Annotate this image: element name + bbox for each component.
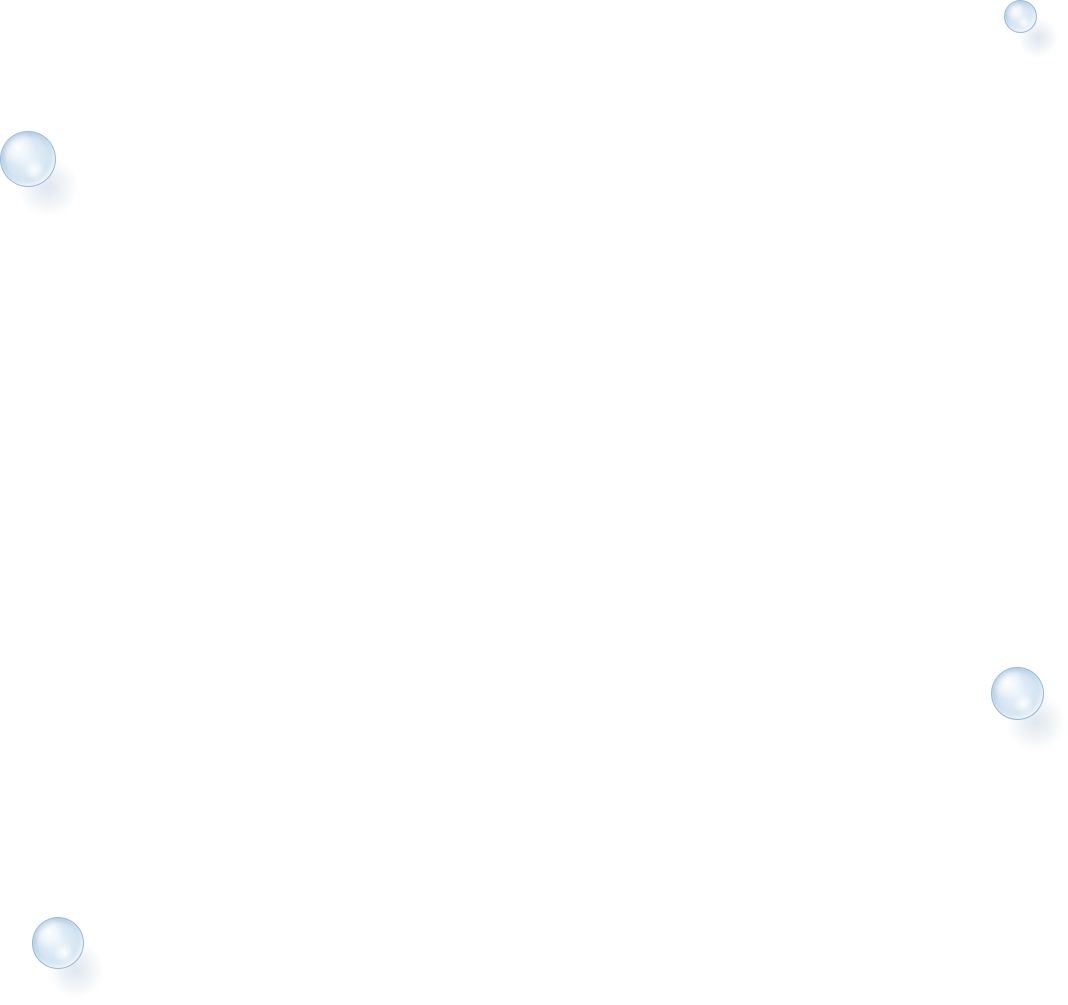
- bubble-icon: [0, 131, 56, 187]
- bubble-icon: [1004, 0, 1037, 33]
- bubble-icon: [32, 917, 84, 969]
- bubble-icon: [991, 667, 1044, 720]
